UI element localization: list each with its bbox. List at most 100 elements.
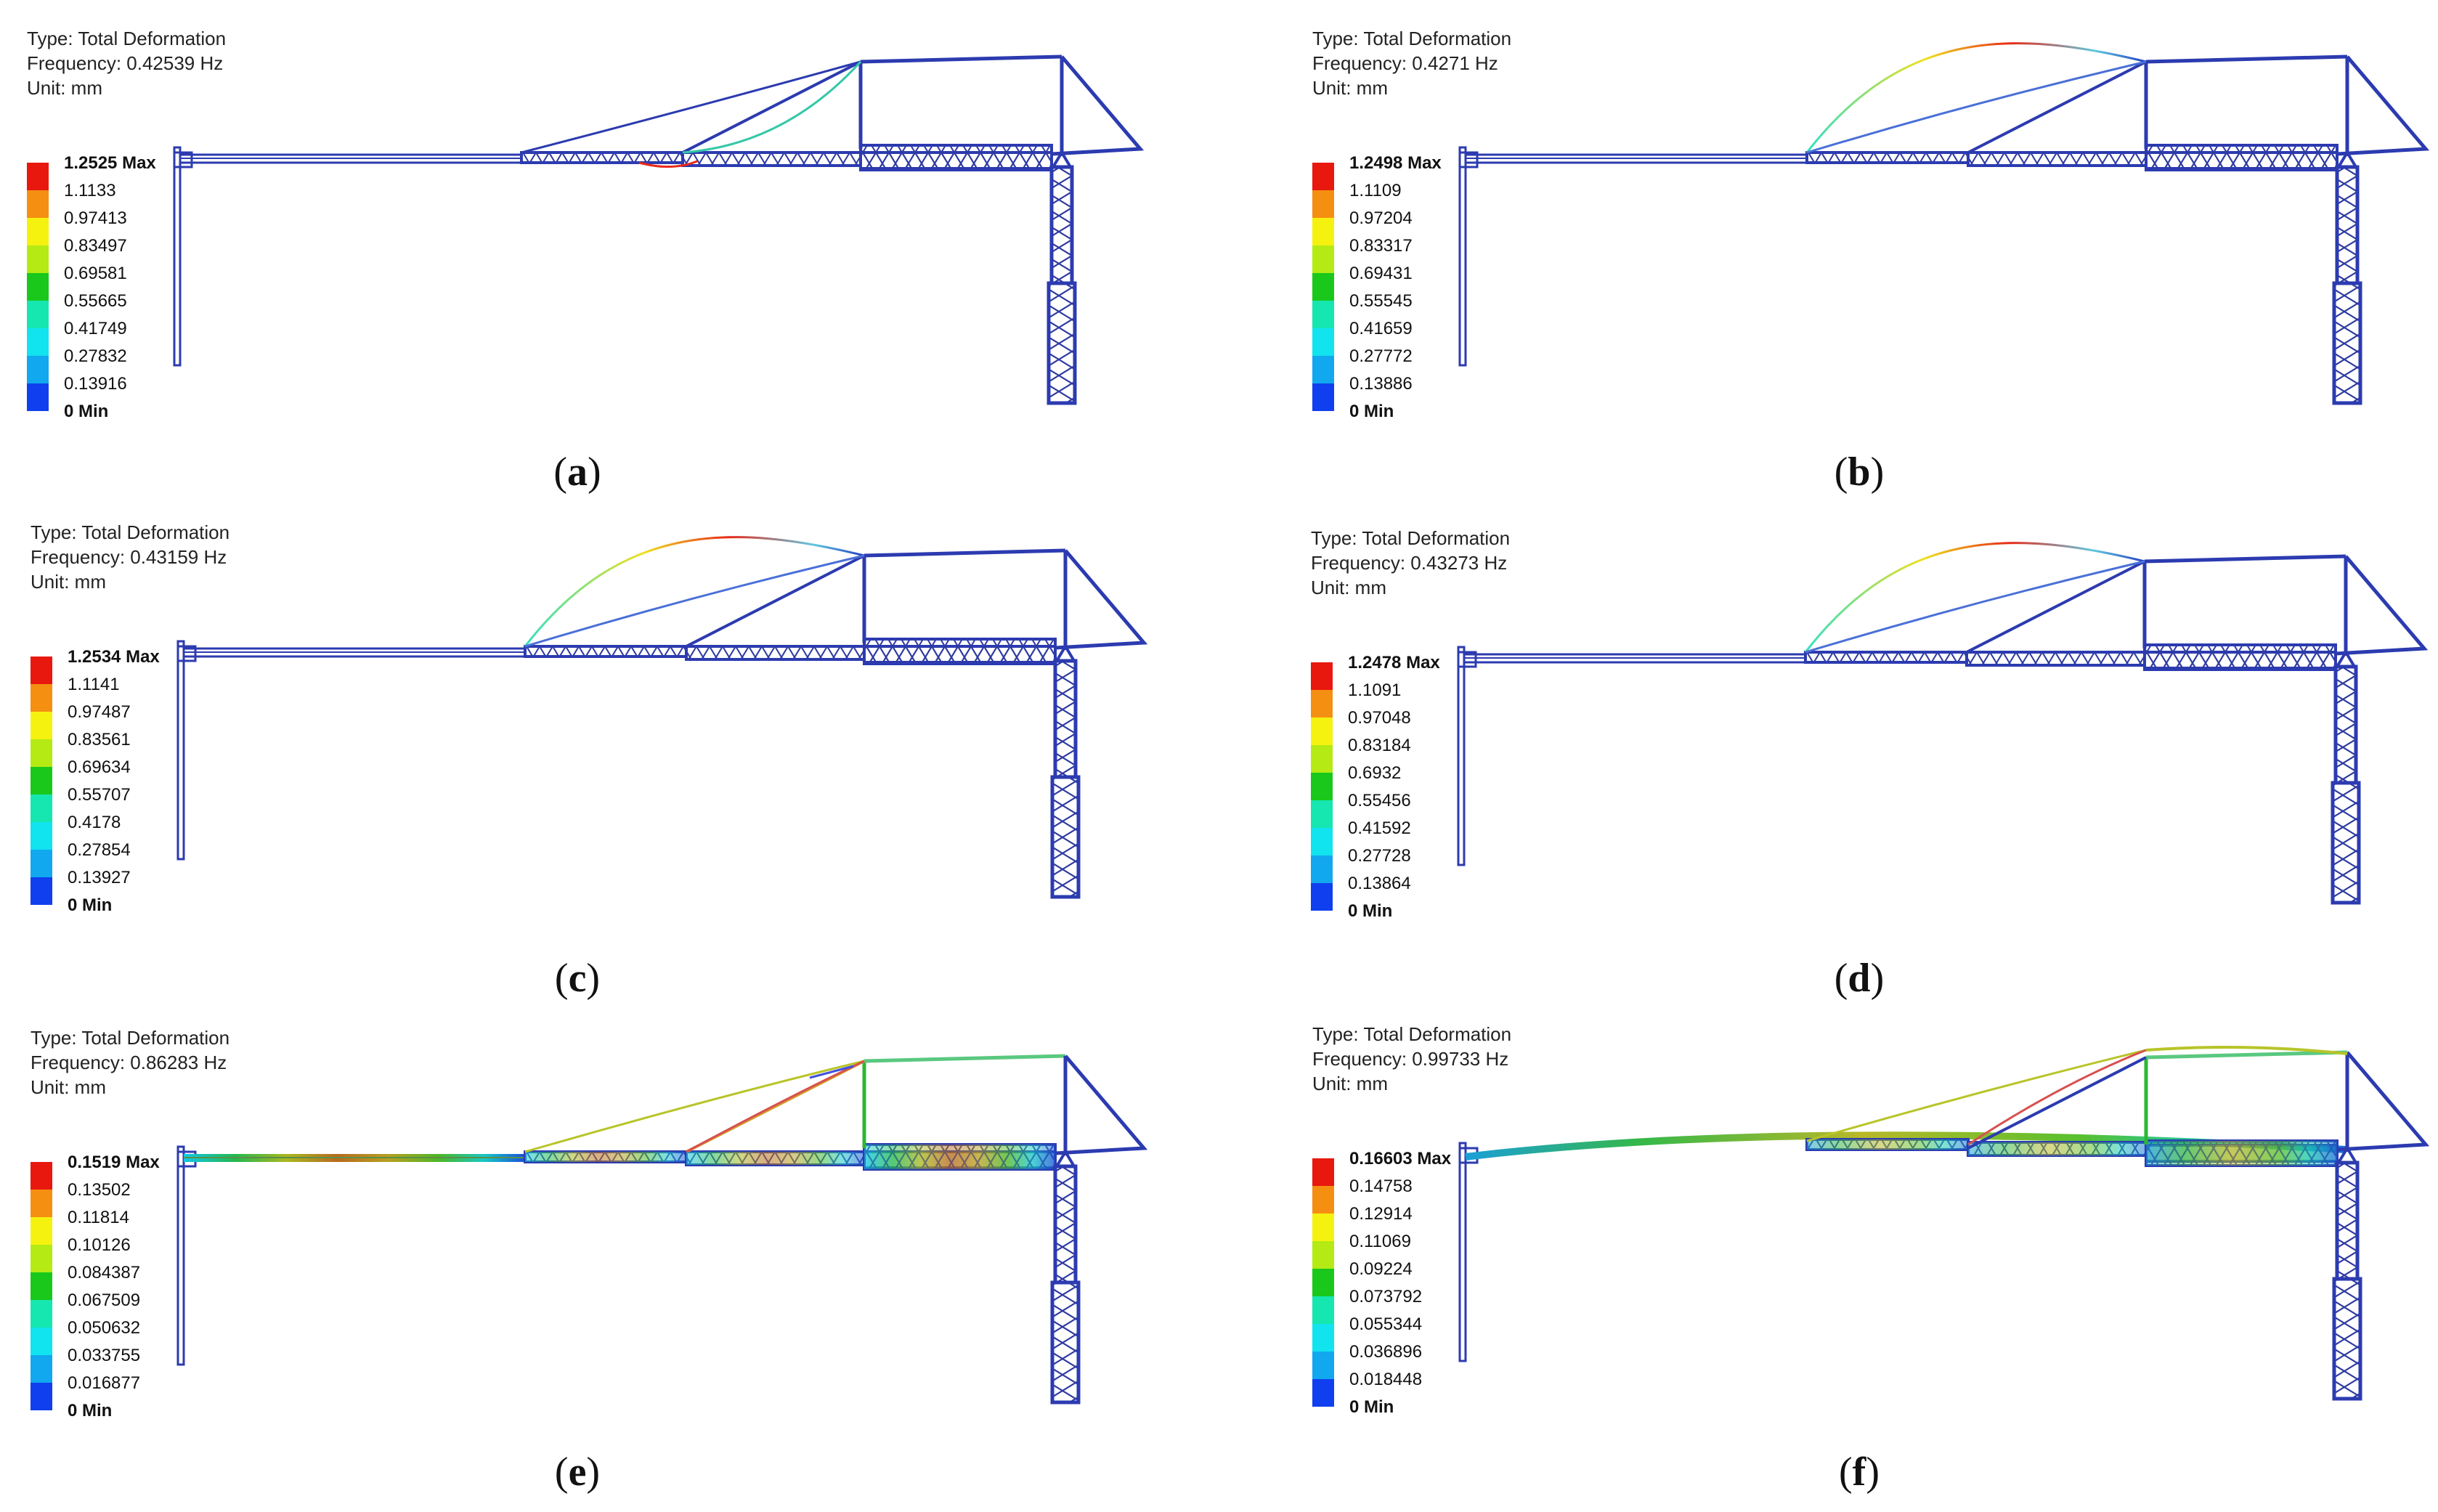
legend-swatch: [1312, 190, 1334, 218]
legend-min: 0 Min: [64, 402, 108, 421]
tie-bar: [1966, 560, 2145, 654]
jib-lattice-segment: [520, 151, 684, 164]
tie-bar: [1967, 1056, 2147, 1150]
legend-value: 0.067509: [68, 1291, 140, 1310]
tie-bar: [682, 60, 861, 154]
header-type: Type: Total Deformation: [31, 521, 229, 543]
header-type: Type: Total Deformation: [1312, 1023, 1511, 1045]
legend-min: 0 Min: [1348, 901, 1392, 921]
legend-swatch: [31, 877, 52, 905]
legend-value: 0.55456: [1348, 791, 1411, 810]
tie-bar: [1967, 60, 2147, 154]
panel-caption: (b): [1834, 450, 1884, 495]
legend-value: 0.83561: [68, 730, 131, 749]
counter-column: [1458, 146, 1467, 367]
tower-mast-lower: [1047, 281, 1077, 405]
legend-value: 0.97204: [1349, 208, 1413, 228]
legend-value: 0.036896: [1349, 1342, 1422, 1362]
legend-swatch: [1311, 800, 1333, 828]
header-type: Type: Total Deformation: [27, 28, 226, 49]
legend-swatch: [31, 850, 52, 877]
header-frequency: Frequency: 0.42539 Hz: [27, 52, 223, 74]
counter-jib: [2335, 555, 2429, 656]
counter-jib: [1055, 1054, 1148, 1155]
tower-mast-lower: [2332, 1277, 2362, 1401]
legend-value: 1.1109: [1349, 181, 1402, 200]
legend-value: 0.13886: [1349, 374, 1413, 394]
legend-swatch: [31, 1328, 52, 1355]
panel-caption: (a): [553, 450, 601, 495]
legend-swatch: [1312, 328, 1334, 356]
legend-swatch: [31, 712, 52, 739]
counter-jib: [2336, 1051, 2430, 1152]
legend-max: 1.2478 Max: [1348, 653, 1440, 672]
panel-caption: (e): [555, 1450, 600, 1495]
pendant-cable: [1805, 42, 2147, 153]
legend-value: 0.13927: [68, 868, 131, 887]
legend-max: 0.16603 Max: [1349, 1149, 1452, 1168]
counter-column: [173, 146, 182, 367]
jib-root-lattice: [2145, 144, 2339, 171]
legend-value: 0.14758: [1349, 1176, 1413, 1196]
legend-swatch: [1312, 1379, 1334, 1407]
crane-model: [1458, 42, 2430, 405]
legend-max: 1.2534 Max: [68, 647, 160, 667]
legend-value: 0.084387: [68, 1263, 140, 1283]
legend-max: 0.1519 Max: [68, 1153, 160, 1172]
jib-lattice-segment: [685, 645, 866, 661]
legend-swatch: [1312, 1186, 1334, 1214]
counter-jib: [2336, 55, 2430, 156]
counter-jib: [1055, 549, 1148, 650]
legend-swatch: [1312, 383, 1334, 411]
legend-value: 0.055344: [1349, 1314, 1422, 1334]
legend-value: 0.10126: [68, 1235, 131, 1255]
legend-value: 0.27854: [68, 840, 131, 860]
crane-model: [176, 536, 1148, 899]
legend-value: 0.033755: [68, 1346, 140, 1365]
header-frequency: Frequency: 0.99733 Hz: [1312, 1048, 1508, 1070]
legend-swatch: [27, 301, 49, 328]
legend-value: 0.97413: [64, 208, 127, 228]
legend-value: 0.4178: [68, 813, 121, 832]
legend-swatch: [31, 1190, 52, 1217]
legend-swatch: [1312, 1241, 1334, 1269]
legend-swatch: [1312, 1158, 1334, 1186]
header-frequency: Frequency: 0.43159 Hz: [31, 546, 227, 568]
legend-value: 1.1133: [64, 181, 116, 200]
legend-value: 0.073792: [1349, 1287, 1422, 1306]
crane-model: [176, 1054, 1148, 1405]
legend-value: 0.6932: [1348, 763, 1401, 783]
header-frequency: Frequency: 0.4271 Hz: [1312, 52, 1498, 74]
legend-value: 0.97487: [68, 702, 131, 722]
tower-mast: [1053, 1164, 1078, 1285]
header-unit: Unit: mm: [27, 77, 102, 99]
header-frequency: Frequency: 0.86283 Hz: [31, 1052, 227, 1073]
tower-mast: [2333, 664, 2358, 785]
legend-value: 0.41592: [1348, 818, 1411, 838]
legend-value: 0.83184: [1348, 736, 1411, 755]
counter-jib: [1051, 55, 1145, 156]
legend-swatch: [31, 1245, 52, 1272]
legend-value: 0.55665: [64, 291, 127, 311]
legend-swatch: [31, 657, 52, 684]
tower-mast: [1053, 659, 1078, 779]
legend-swatch: [31, 1272, 52, 1300]
legend-value: 0.27772: [1349, 346, 1413, 366]
legend-swatch: [1312, 218, 1334, 245]
counter-column: [1458, 1142, 1467, 1362]
header-unit: Unit: mm: [31, 1076, 106, 1098]
legend-value: 0.13916: [64, 374, 127, 394]
crane-model: [1458, 1046, 2430, 1401]
legend-value: 0.97048: [1348, 708, 1411, 728]
tower-mast-lower: [1050, 1280, 1081, 1405]
legend-swatch: [1312, 356, 1334, 383]
panel-caption: (d): [1834, 956, 1884, 1001]
legend-swatch: [1311, 745, 1333, 773]
legend-value: 0.27832: [64, 346, 127, 366]
legend-swatch: [1312, 1352, 1334, 1379]
legend-swatch: [27, 356, 49, 383]
legend-swatch: [1311, 718, 1333, 745]
